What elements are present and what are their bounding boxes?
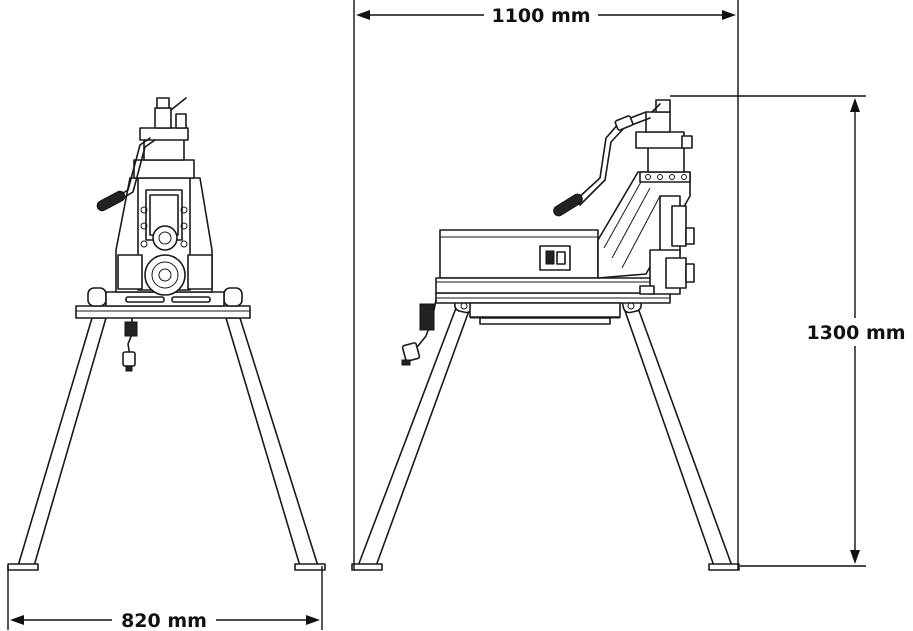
front-view-handle <box>96 137 156 212</box>
front-view-lower-roller <box>144 254 186 296</box>
front-view-legs <box>7 317 326 571</box>
front-view-grip-icon <box>96 190 126 212</box>
side-view-legs <box>351 286 740 571</box>
side-view-table <box>435 292 671 325</box>
side-view-head <box>635 99 693 173</box>
side-view-switch-panel <box>539 245 571 271</box>
dimension-label-width-front: 820 mm <box>121 610 207 631</box>
side-view-power-cord <box>401 299 437 366</box>
front-view-head <box>133 97 195 179</box>
dimension-width-front: 820 mm <box>7 566 323 631</box>
side-view-housing <box>435 229 671 294</box>
switch-icon <box>545 250 555 265</box>
front-view-upper-roller <box>152 225 178 251</box>
front-view <box>7 97 326 571</box>
side-view-handle <box>553 111 651 217</box>
dimension-width-side: 1100 mm <box>353 0 739 570</box>
dimension-height-side: 1300 mm <box>670 95 912 567</box>
dimension-label-height-side: 1300 mm <box>806 322 905 344</box>
front-view-power-cord <box>122 317 138 372</box>
side-view <box>351 99 740 571</box>
dimension-label-width-side: 1100 mm <box>491 5 590 27</box>
side-view-rollers <box>639 195 695 295</box>
side-view-grip-icon <box>553 193 583 217</box>
